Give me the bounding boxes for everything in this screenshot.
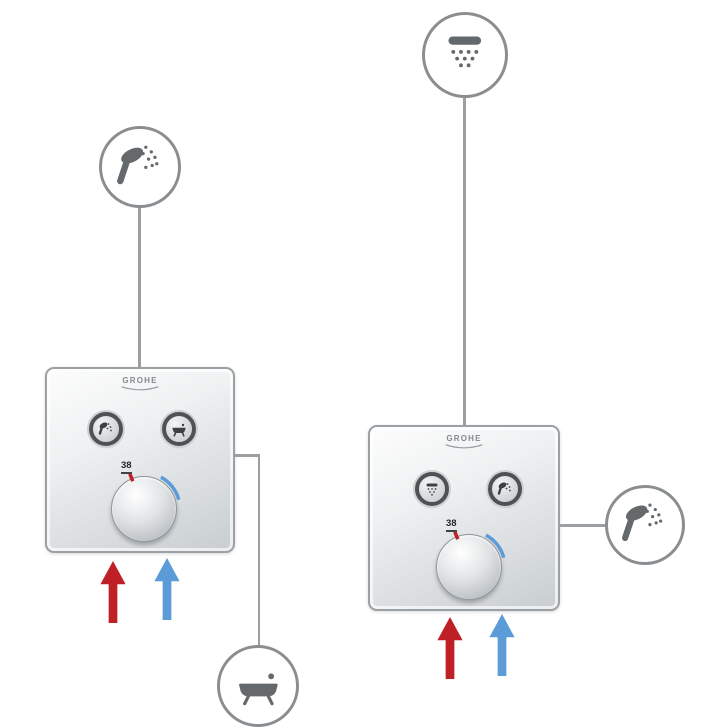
connector-line <box>235 454 260 457</box>
hand-shower-mini-icon <box>98 422 112 435</box>
hand-shower-mini-icon <box>497 482 511 495</box>
bathtub-icon <box>238 673 278 705</box>
bathtub-mini-icon <box>172 423 186 437</box>
select-button-hand-shower <box>89 412 123 446</box>
hot-water-arrow <box>437 617 463 679</box>
select-button-bathtub <box>162 412 196 446</box>
connector-line <box>257 454 260 646</box>
thermostat-right: GROHE <box>368 425 560 611</box>
thermostat-left: GROHE 38 <box>45 367 235 553</box>
hot-water-arrow <box>100 561 126 623</box>
connector-line <box>463 98 466 425</box>
cold-water-arrow <box>489 614 515 676</box>
thermostat-dial <box>436 534 502 600</box>
outlet-hand-shower-left <box>99 126 181 208</box>
cold-water-arrow <box>154 558 180 620</box>
connector-line <box>138 208 141 368</box>
outlet-hand-shower-right <box>605 485 685 565</box>
hand-shower-icon <box>622 503 663 542</box>
temperature-label: 38 <box>446 519 457 532</box>
grohe-logo-text: GROHE <box>122 376 158 385</box>
grohe-logo-text: GROHE <box>446 434 482 443</box>
grohe-logo: GROHE <box>117 376 163 392</box>
hand-shower-icon <box>116 145 159 184</box>
connector-line <box>560 524 605 527</box>
select-button-hand-shower <box>488 472 522 506</box>
grohe-logo: GROHE <box>441 434 487 450</box>
outlet-head-shower <box>422 12 508 98</box>
grohe-logo-swoosh <box>121 386 159 391</box>
head-shower-mini-icon <box>426 483 438 496</box>
outlet-bathtub <box>217 645 299 727</box>
grohe-logo-swoosh <box>445 444 483 449</box>
temperature-label: 38 <box>121 461 132 474</box>
select-button-head-shower <box>415 472 449 506</box>
thermostat-dial <box>111 476 177 542</box>
head-shower-icon <box>448 36 482 68</box>
